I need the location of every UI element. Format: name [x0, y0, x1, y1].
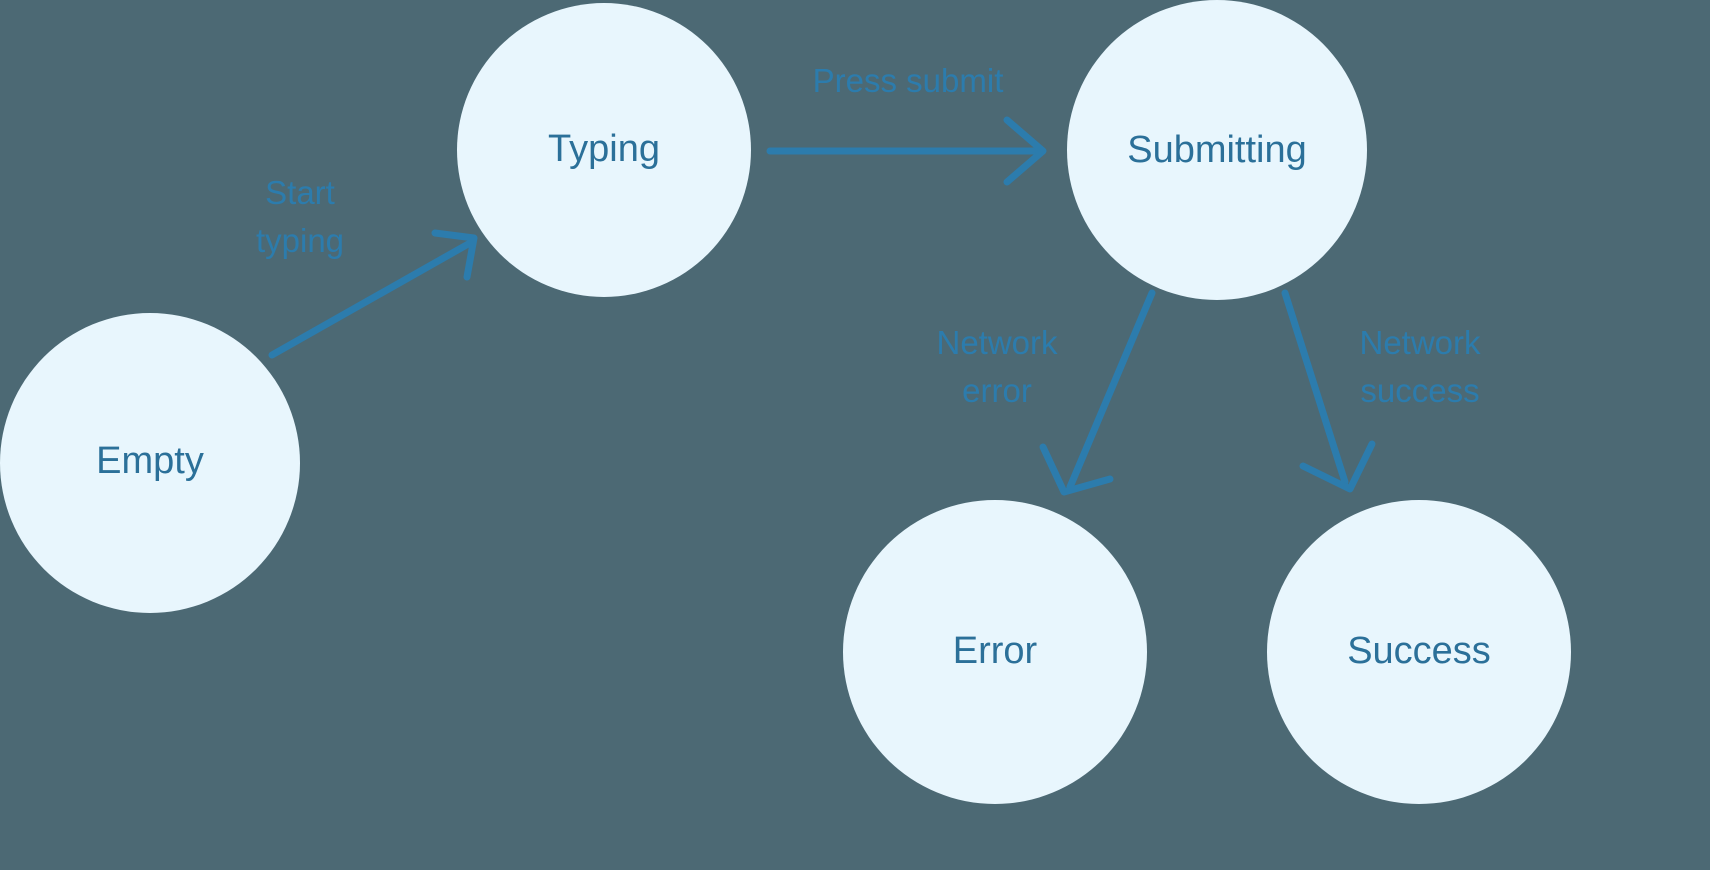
- state-node-error-label: Error: [953, 630, 1038, 672]
- state-node-submitting-circle[interactable]: [1067, 0, 1367, 300]
- edge-press-submit-arrowhead: [1003, 116, 1047, 186]
- state-node-typing[interactable]: Typing: [457, 3, 751, 297]
- edge-start-typing: Start typing: [256, 174, 478, 359]
- edge-press-submit: Press submit: [766, 62, 1047, 186]
- edge-network-error-label-line1: Network: [936, 324, 1058, 361]
- edge-network-success: Network success: [1281, 289, 1481, 493]
- edge-press-submit-label-line1: Press submit: [813, 62, 1004, 99]
- state-node-success-label: Success: [1347, 630, 1491, 672]
- edge-start-typing-label-line1: Start: [265, 174, 335, 211]
- state-node-empty-label: Empty: [96, 440, 204, 482]
- state-node-typing-label: Typing: [548, 128, 660, 170]
- edge-network-error-arrowhead: [1039, 443, 1114, 496]
- edge-start-typing-arrowhead: [431, 229, 478, 281]
- state-node-submitting[interactable]: Submitting: [1067, 0, 1367, 300]
- edge-start-typing-line: [268, 239, 474, 359]
- edge-network-success-label-line1: Network: [1359, 324, 1481, 361]
- state-node-submitting-label: Submitting: [1127, 129, 1307, 171]
- edge-network-success-line: [1281, 289, 1349, 486]
- state-node-empty[interactable]: Empty: [0, 313, 300, 613]
- state-node-success[interactable]: Success: [1267, 500, 1571, 804]
- state-node-empty-circle[interactable]: [0, 313, 300, 613]
- edge-network-error-label-line2: error: [962, 372, 1032, 409]
- edge-start-typing-label-line2: typing: [256, 222, 344, 259]
- state-node-error-circle[interactable]: [843, 500, 1147, 804]
- state-node-error[interactable]: Error: [843, 500, 1147, 804]
- state-node-success-circle[interactable]: [1267, 500, 1571, 804]
- edge-network-success-label-line2: success: [1360, 372, 1479, 409]
- edge-network-success-arrowhead: [1299, 440, 1376, 493]
- state-node-typing-circle[interactable]: [457, 3, 751, 297]
- edge-network-error: Network error: [936, 289, 1156, 496]
- edge-network-error-line: [1066, 289, 1156, 491]
